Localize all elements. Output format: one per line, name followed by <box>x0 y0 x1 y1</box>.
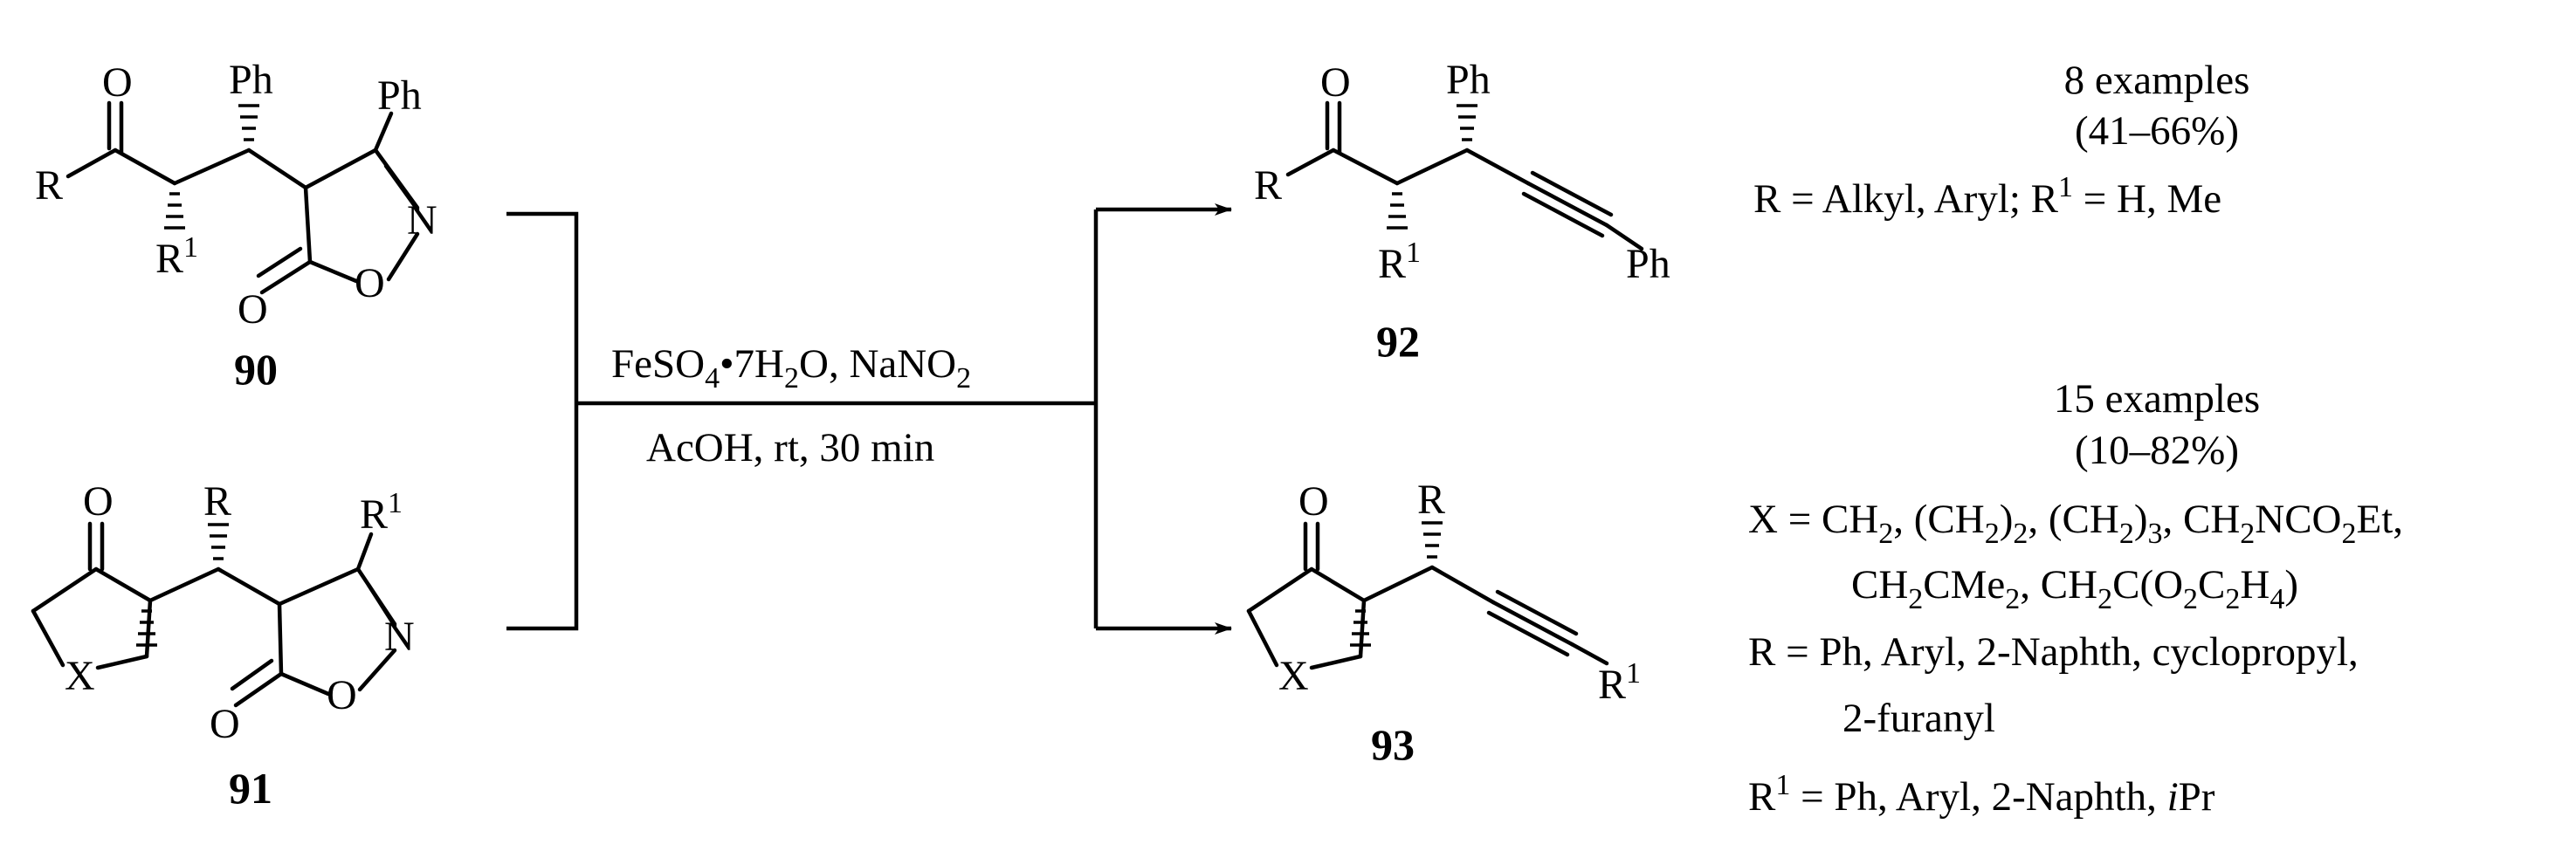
compound-number-90: 90 <box>234 345 278 394</box>
compound-92-hashed-bonds <box>1387 104 1477 230</box>
conditions-line-2: AcOH, rt, 30 min <box>646 425 934 470</box>
compound-90: O R Ph R1 Ph N O O 90 <box>35 57 437 394</box>
c91-r: R <box>203 478 231 525</box>
scope-line-92: R = Alkyl, Aryl; R1 = H, Me <box>1753 171 2221 222</box>
c90-ph-ring: Ph <box>377 72 422 119</box>
reaction-conditions: FeSO4•7H2O, NaNO2 AcOH, rt, 30 min <box>611 341 971 470</box>
c92-ph-end: Ph <box>1626 241 1670 287</box>
compound-number-92: 92 <box>1376 317 1420 366</box>
c91-o-ketone: O <box>83 478 114 525</box>
c93-x: X <box>1278 653 1309 699</box>
c91-n: N <box>384 614 415 660</box>
compound-92-bonds <box>1285 100 1644 251</box>
c92-r: R <box>1254 162 1282 209</box>
reaction-arrows <box>506 203 1232 635</box>
yield-92: (41–66%) <box>2075 108 2239 154</box>
c91-o-ring: O <box>327 672 357 718</box>
compound-91-hashed-bonds <box>136 523 229 647</box>
c90-n: N <box>407 197 437 244</box>
c91-o-carbonyl: O <box>210 701 240 747</box>
r-substituents-line-2: 2-furanyl <box>1842 696 1995 741</box>
c93-r1: R1 <box>1598 657 1641 708</box>
c90-r-group: R <box>35 162 63 209</box>
compound-92: O R Ph R1 Ph 92 <box>1254 57 1670 366</box>
compound-number-91: 91 <box>229 764 272 813</box>
c91-x: X <box>65 653 95 699</box>
c92-o-ketone: O <box>1320 59 1351 106</box>
compound-91: O X R R1 N O O 91 <box>31 478 415 813</box>
x-substituents-line-1: X = CH2, (CH2)2, (CH2)3, CH2NCO2Et, <box>1748 497 2403 550</box>
examples-93: 15 examples <box>2054 376 2260 422</box>
compound-90-hashed-bonds <box>164 104 259 230</box>
scope-notes-93: 15 examples (10–82%) X = CH2, (CH2)2, (C… <box>1748 376 2403 820</box>
scope-notes-92: 8 examples (41–66%) R = Alkyl, Aryl; R1 … <box>1753 58 2249 222</box>
c90-o-carbonyl: O <box>238 286 268 333</box>
c92-r1: R1 <box>1378 237 1421 287</box>
c90-r1: R1 <box>155 231 198 282</box>
c90-ph-top: Ph <box>229 57 273 103</box>
examples-92: 8 examples <box>2064 58 2250 103</box>
c90-o-ketone: O <box>102 59 133 106</box>
conditions-line-1: FeSO4•7H2O, NaNO2 <box>611 341 971 395</box>
c92-ph-top: Ph <box>1446 57 1491 103</box>
compound-93-hashed-bonds <box>1350 521 1443 647</box>
c93-r: R <box>1417 477 1445 523</box>
compound-number-93: 93 <box>1371 720 1415 769</box>
compound-90-bonds <box>65 100 420 295</box>
c90-o-ring: O <box>355 260 385 306</box>
x-substituents-line-2: CH2CMe2, CH2C(O2C2H4) <box>1851 562 2298 615</box>
compound-93-bonds <box>1246 521 1609 670</box>
c93-o-ketone: O <box>1298 478 1329 525</box>
reactant-bracket <box>506 211 579 631</box>
r1-substituents-line: R1 = Ph, Aryl, 2-Naphth, iPr <box>1748 769 2215 820</box>
c91-r1: R1 <box>360 487 403 538</box>
yield-93: (10–82%) <box>2075 428 2239 473</box>
compound-93: O X R R1 93 <box>1246 477 1641 769</box>
r-substituents-line-1: R = Ph, Aryl, 2-Naphth, cyclopropyl, <box>1748 629 2359 675</box>
